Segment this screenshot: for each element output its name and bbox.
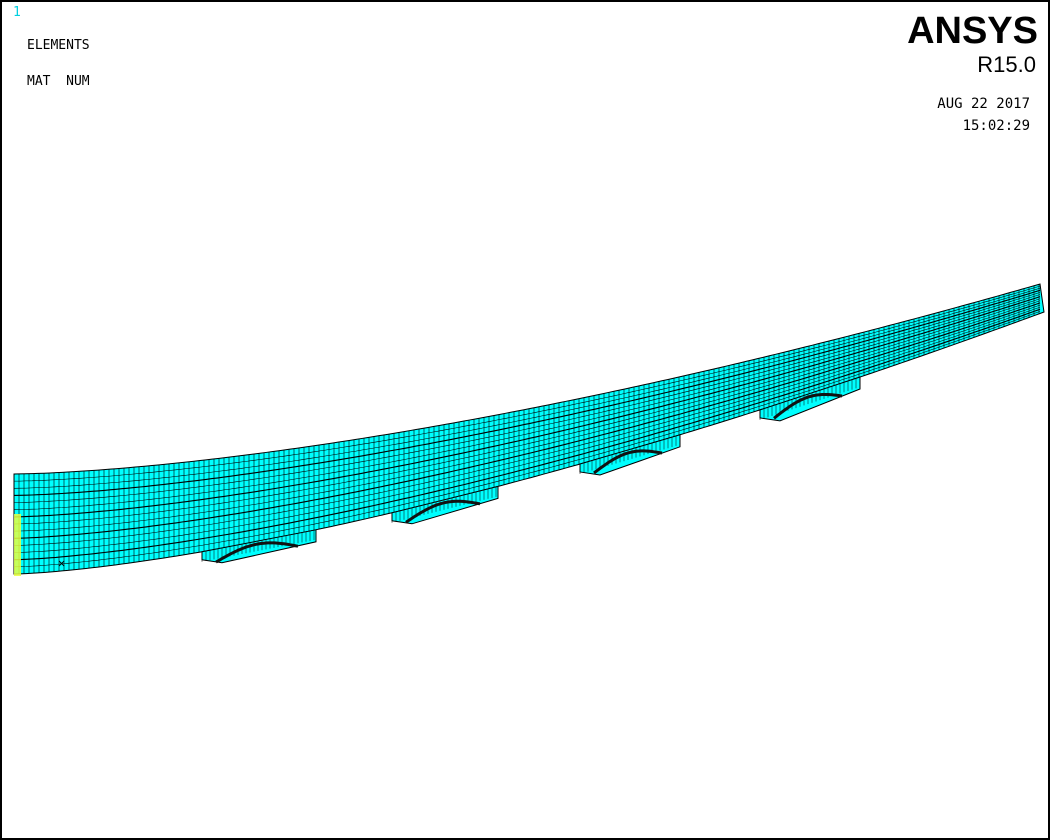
contact-arch	[405, 499, 481, 524]
release-label: R15.0	[977, 52, 1036, 77]
coordinate-triad-icon: ✕	[58, 556, 65, 570]
contact-arch	[215, 541, 299, 564]
time-label: 15:02:29	[962, 118, 1030, 134]
numbering-label: MAT NUM	[27, 74, 90, 89]
mesh-body	[13, 283, 1045, 575]
contact-arch	[593, 449, 663, 475]
plot-type-label: ELEMENTS	[27, 38, 90, 53]
contact-arch	[773, 393, 843, 420]
ansys-logo: ANSYS	[907, 10, 1038, 52]
boundary-markers: ✕	[14, 514, 65, 576]
boundary-constraint-marker	[14, 514, 21, 576]
window-number: 1	[13, 5, 21, 20]
date-label: AUG 22 2017	[937, 96, 1030, 112]
